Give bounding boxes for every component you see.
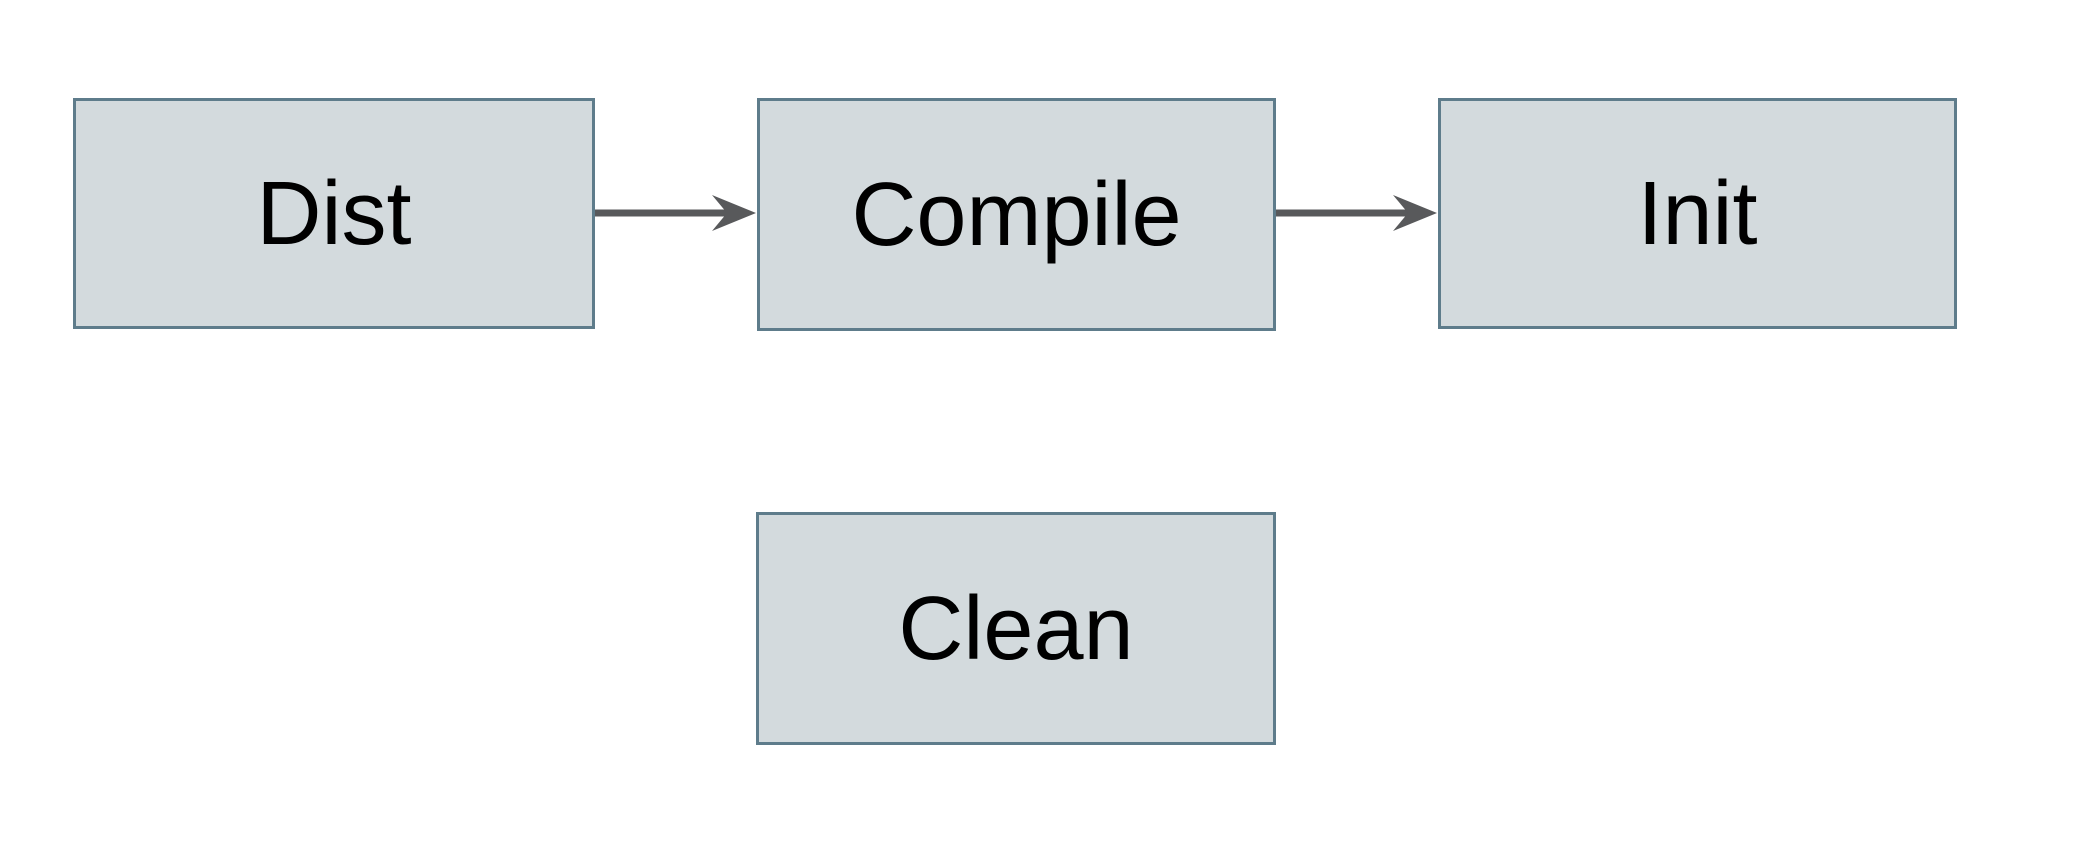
edge-dist-to-compile [595, 195, 756, 231]
node-compile-label: Compile [851, 164, 1182, 265]
node-dist[interactable]: Dist [73, 98, 595, 329]
node-clean[interactable]: Clean [756, 512, 1276, 745]
node-init-label: Init [1637, 163, 1758, 264]
arrowhead-icon [1393, 195, 1437, 231]
edge-compile-to-init [1276, 195, 1437, 231]
node-compile[interactable]: Compile [757, 98, 1276, 331]
node-dist-label: Dist [256, 163, 412, 264]
node-init[interactable]: Init [1438, 98, 1957, 329]
node-clean-label: Clean [898, 578, 1134, 679]
arrowhead-icon [712, 195, 756, 231]
